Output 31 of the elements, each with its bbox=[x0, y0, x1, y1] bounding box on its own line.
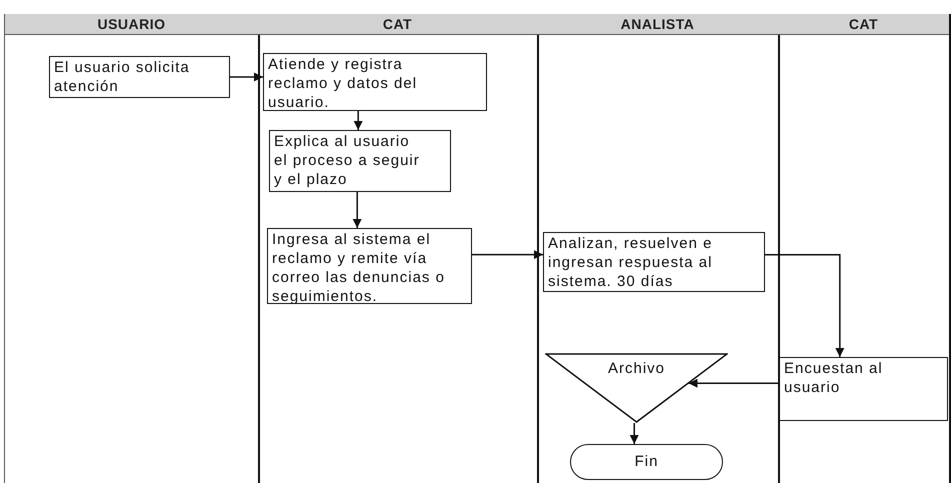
swimlane bbox=[778, 14, 951, 483]
arrow bbox=[352, 192, 362, 228]
process-box bbox=[269, 130, 451, 192]
terminator-label: Fin bbox=[634, 452, 660, 471]
lane-header: CAT bbox=[778, 14, 949, 35]
arrow bbox=[354, 111, 363, 130]
arrow bbox=[688, 378, 779, 388]
process-box bbox=[263, 53, 487, 111]
process-box bbox=[49, 56, 230, 98]
process-text: Ingresa al sistema el reclamo y remite vía correo las denuncias o seguimientos. bbox=[272, 230, 446, 306]
swimlane bbox=[4, 14, 260, 483]
arrow bbox=[765, 254, 844, 357]
swimlane bbox=[258, 14, 539, 483]
process-box bbox=[267, 228, 472, 304]
process-box bbox=[779, 357, 948, 421]
archive-label: Archivo bbox=[606, 359, 666, 378]
arrow bbox=[229, 72, 263, 82]
lane-header: ANALISTA bbox=[537, 14, 778, 35]
swimlane bbox=[537, 14, 780, 483]
arrow bbox=[472, 250, 543, 260]
arrow bbox=[630, 423, 639, 444]
archive-triangle bbox=[545, 353, 728, 423]
lane-header: USUARIO bbox=[5, 14, 258, 35]
lane-header: CAT bbox=[258, 14, 537, 35]
process-text: Atiende y registra reclamo y datos del usuario. bbox=[268, 55, 418, 112]
process-text: El usuario solicita atención bbox=[54, 58, 191, 96]
process-text: Explica al usuario el proceso a seguir y el plazo bbox=[274, 132, 421, 189]
process-text: Analizan, resuelven e ingresan respuesta al sistema. 30 días bbox=[548, 234, 714, 291]
process-text: Encuestan al usuario bbox=[784, 359, 884, 397]
process-box bbox=[543, 232, 765, 292]
terminator bbox=[570, 444, 723, 480]
